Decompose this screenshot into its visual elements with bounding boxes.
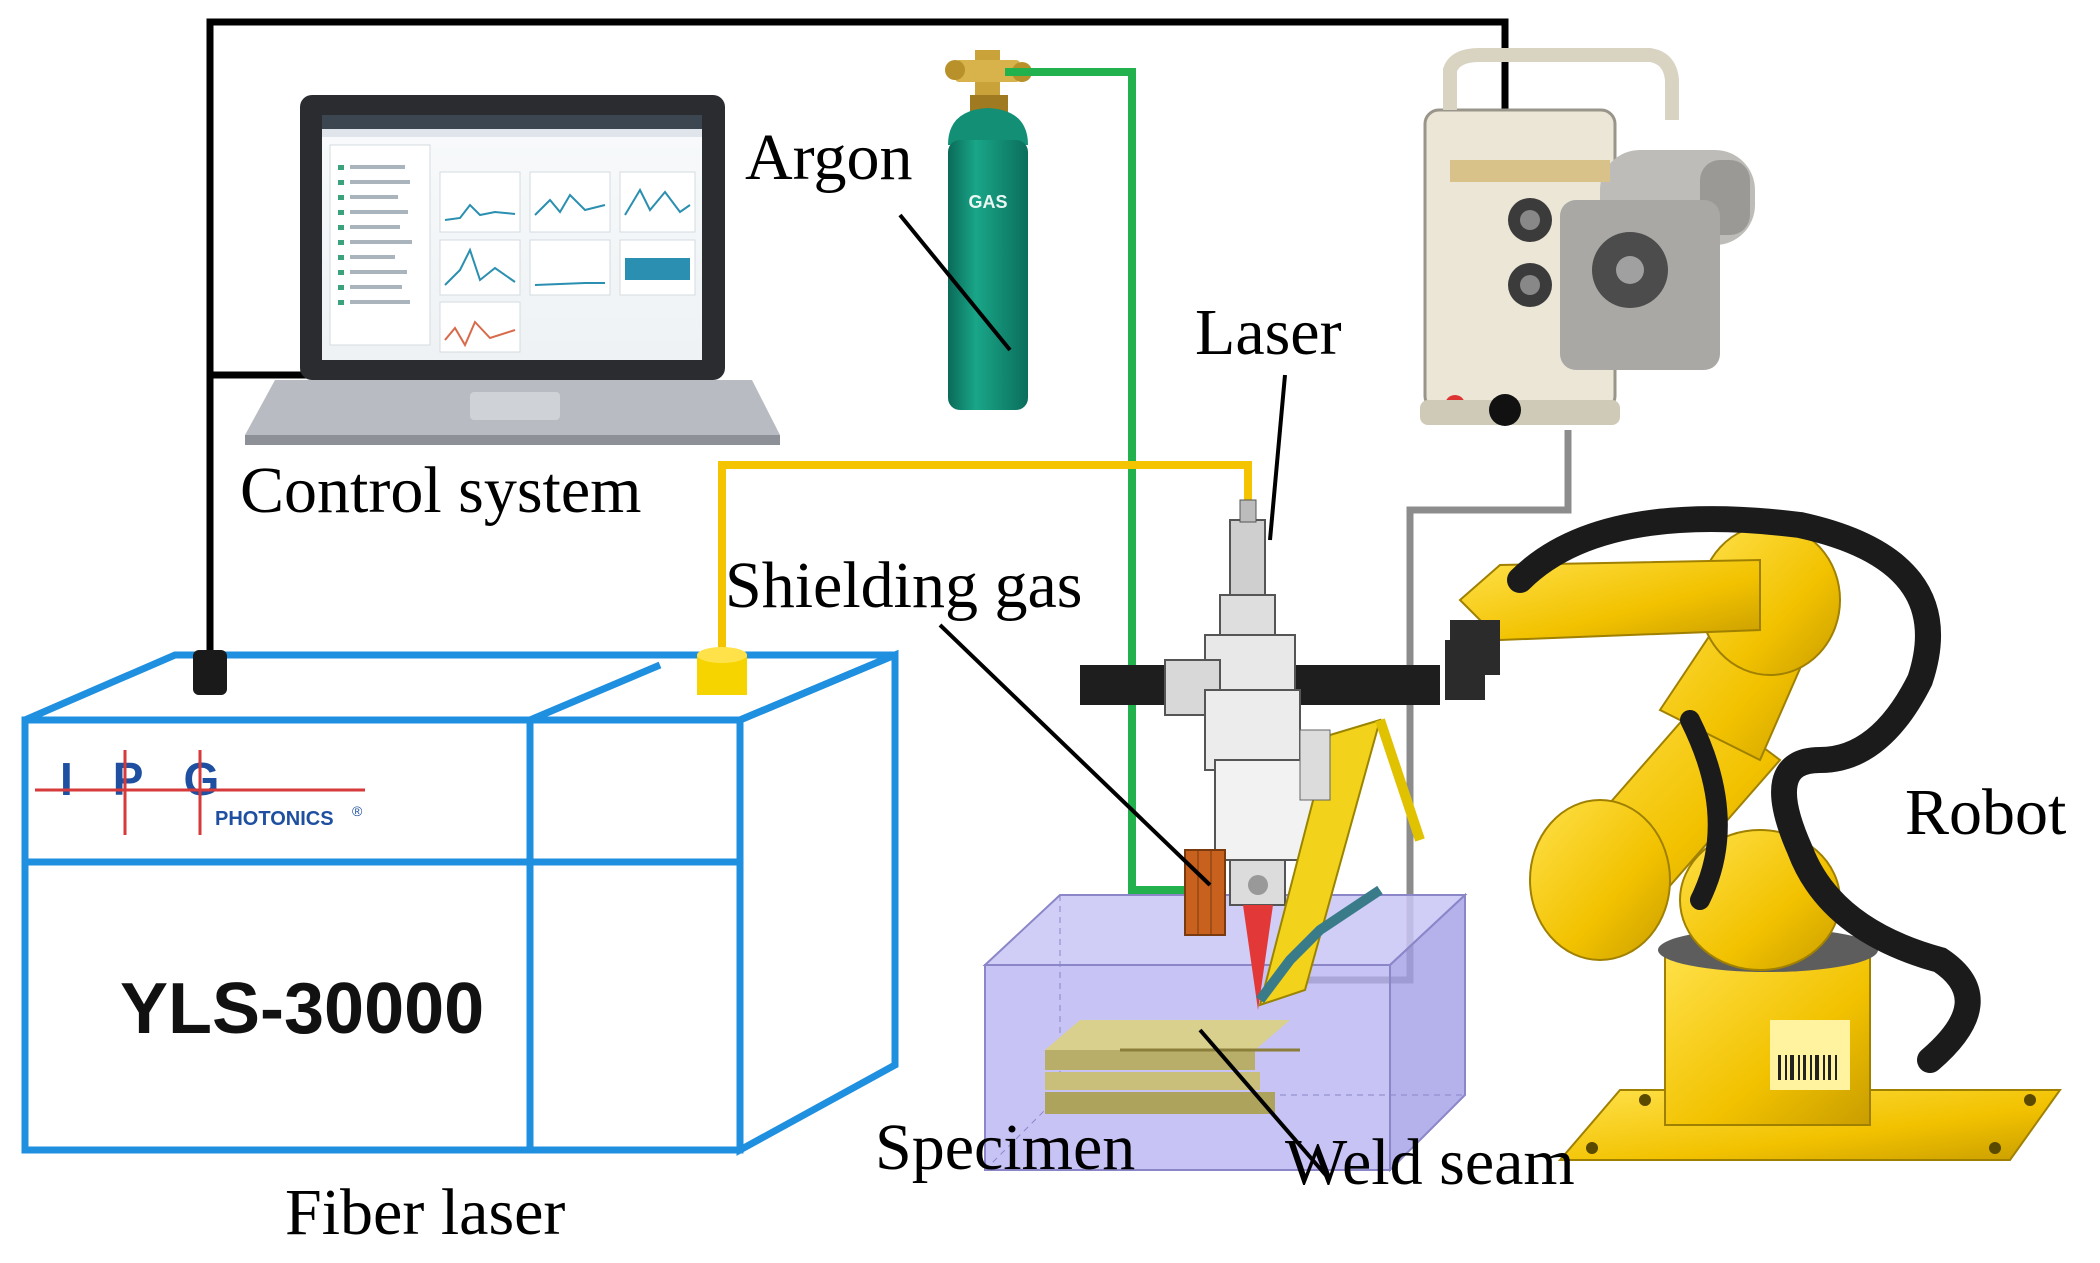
logo-mark: ® <box>352 803 363 819</box>
fiber-laser-unit <box>21 649 899 1156</box>
wire-feeder-icon <box>1420 48 1755 426</box>
leader-lines <box>898 213 1332 1182</box>
welding-head-icon <box>1080 499 1485 1010</box>
label-laser: Laser <box>1195 296 1342 369</box>
label-specimen: Specimen <box>875 1111 1136 1184</box>
control-connector <box>193 650 227 695</box>
cylinder-label: GAS <box>968 192 1007 212</box>
ipg-logo: IPG PHOTONICS ® <box>35 750 365 835</box>
label-weld-seam: Weld seam <box>1285 1126 1575 1199</box>
label-control-system: Control system <box>240 454 642 527</box>
logo-subtext: PHOTONICS <box>215 808 334 830</box>
laptop-icon <box>245 95 780 445</box>
label-fiber-laser: Fiber laser <box>285 1176 566 1249</box>
shielding-gas-line <box>718 461 1252 655</box>
robot-arm-icon <box>1450 506 2062 1161</box>
gas-connector <box>697 647 747 695</box>
argon-line <box>1005 68 1190 894</box>
gas-cylinder-icon: GAS <box>945 50 1032 410</box>
fiber-laser-model: YLS-30000 <box>120 969 485 1049</box>
label-shielding-gas: Shielding gas <box>725 549 1083 622</box>
label-robot: Robot <box>1905 776 2067 849</box>
logo-text: IPG <box>60 753 259 805</box>
label-argon: Argon <box>745 121 913 194</box>
